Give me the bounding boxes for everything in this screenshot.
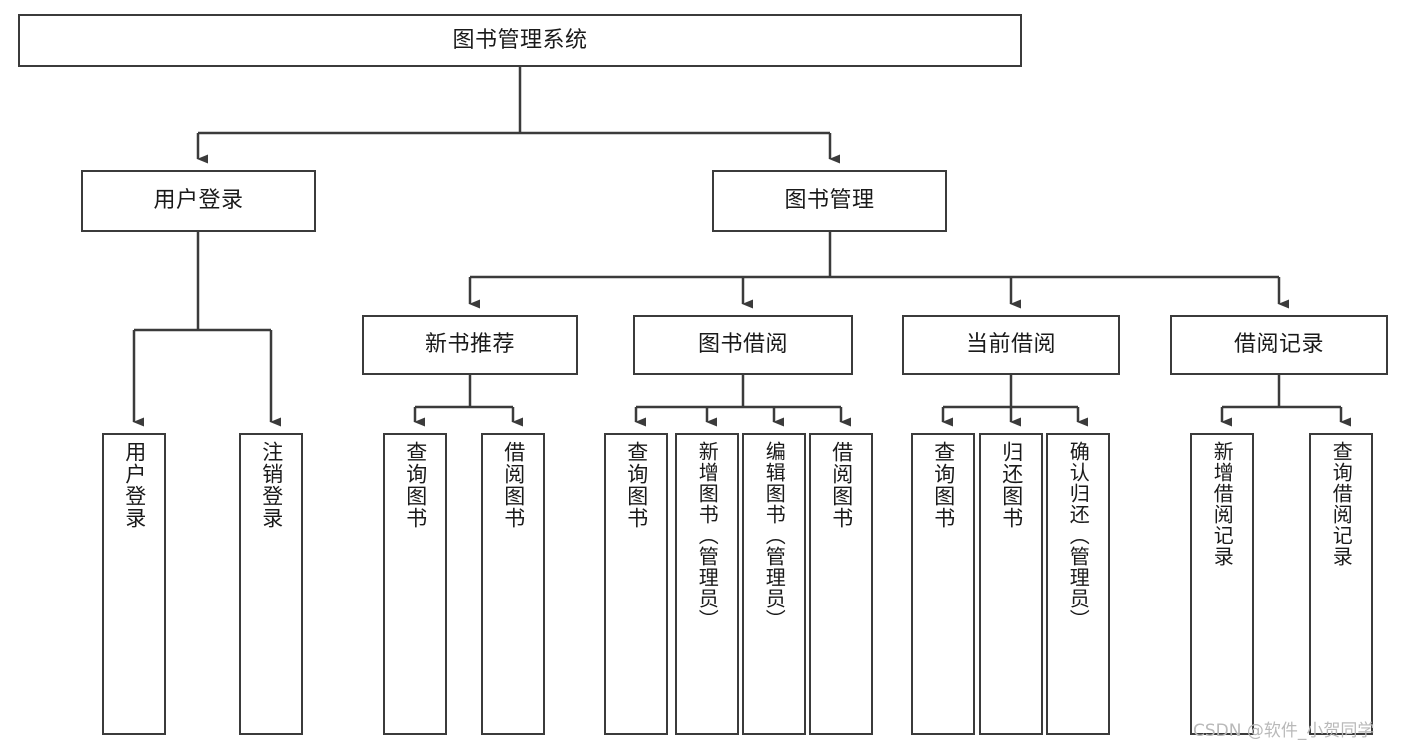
node-label: 图书管理系统: [452, 27, 588, 53]
node-label: 当前借阅: [965, 332, 1056, 358]
node-label: 新书推荐: [424, 332, 515, 358]
node-label: 查询借阅记录: [1329, 441, 1354, 567]
node-label: 查询图书: [624, 441, 649, 529]
node-current-borrow[interactable]: 当前借阅: [902, 315, 1120, 375]
node-label: 确认归还（管理员）: [1066, 441, 1091, 630]
csdn-watermark: CSDN @软件_小贺同学: [1193, 721, 1375, 741]
node-label: 图书借阅: [697, 332, 788, 358]
node-label: 用户登录: [122, 441, 147, 529]
node-new-book-recommend[interactable]: 新书推荐: [362, 315, 578, 375]
node-label: 注销登录: [259, 441, 284, 529]
node-root-system[interactable]: 图书管理系统: [18, 14, 1022, 67]
node-borrow-record[interactable]: 借阅记录: [1170, 315, 1388, 375]
leaf-user-login[interactable]: 用户登录: [102, 433, 166, 735]
node-book-management[interactable]: 图书管理: [712, 170, 947, 232]
leaf-borrow-book-recommend[interactable]: 借阅图书: [481, 433, 545, 735]
leaf-add-book[interactable]: 新增图书（管理员）: [675, 433, 739, 735]
node-label: 借阅图书: [501, 441, 526, 529]
node-label: 新增借阅记录: [1210, 441, 1235, 567]
node-label: 借阅记录: [1233, 332, 1324, 358]
leaf-edit-book[interactable]: 编辑图书（管理员）: [742, 433, 806, 735]
node-label: 编辑图书（管理员）: [762, 441, 787, 630]
leaf-return-book[interactable]: 归还图书: [979, 433, 1043, 735]
node-label: 查询图书: [931, 441, 956, 529]
leaf-query-book-borrow[interactable]: 查询图书: [604, 433, 668, 735]
node-book-borrow[interactable]: 图书借阅: [633, 315, 853, 375]
leaf-confirm-return[interactable]: 确认归还（管理员）: [1046, 433, 1110, 735]
node-label: 图书管理: [784, 188, 875, 214]
leaf-query-book-recommend[interactable]: 查询图书: [383, 433, 447, 735]
node-user-login[interactable]: 用户登录: [81, 170, 316, 232]
node-label: 查询图书: [403, 441, 428, 529]
node-label: 新增图书（管理员）: [695, 441, 720, 630]
leaf-query-borrow-record[interactable]: 查询借阅记录: [1309, 433, 1373, 735]
leaf-add-borrow-record[interactable]: 新增借阅记录: [1190, 433, 1254, 735]
node-label: 归还图书: [999, 441, 1024, 529]
node-label: 用户登录: [153, 188, 244, 214]
node-label: 借阅图书: [829, 441, 854, 529]
leaf-query-book-current[interactable]: 查询图书: [911, 433, 975, 735]
leaf-borrow-book[interactable]: 借阅图书: [809, 433, 873, 735]
leaf-logout[interactable]: 注销登录: [239, 433, 303, 735]
